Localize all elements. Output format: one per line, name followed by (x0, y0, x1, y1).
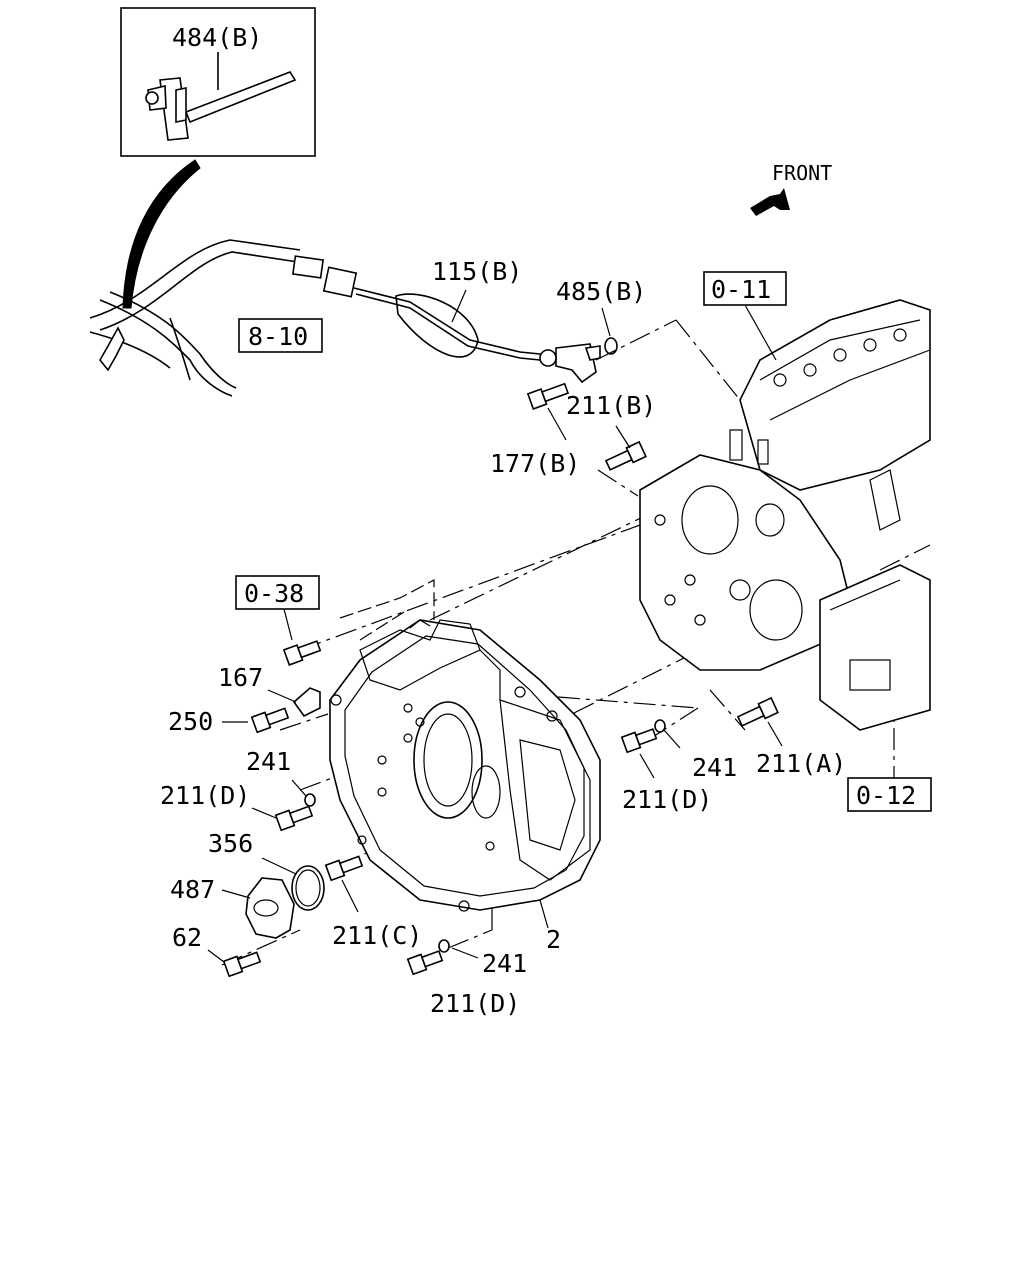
callout-labels: 115(B) 485(B) 177(B) 211(B) 167 250 241 … (160, 257, 846, 1018)
washer-241-left (304, 793, 316, 807)
ref-box-harness[interactable]: 8-10 (238, 318, 323, 353)
inset-detail: 484(B) (120, 7, 316, 157)
bolt-62 (222, 951, 262, 978)
bolt-250 (250, 707, 290, 734)
callout-leaders (207, 289, 783, 963)
ref-box-block-upper-label: 0-11 (711, 275, 771, 304)
callout-211b: 211(B) (566, 391, 656, 420)
callout-211c: 211(C) (332, 921, 422, 950)
ref-box-housing-top[interactable]: 0-38 (235, 575, 320, 610)
bolt-211d-bottom (406, 950, 444, 976)
oring-485b (604, 337, 618, 355)
washer-241-right (654, 719, 666, 733)
bolt-211d-left (274, 805, 314, 832)
inset-label: 484(B) (172, 23, 262, 52)
harness-wiring (89, 239, 325, 397)
callout-241-right: 241 (692, 753, 737, 782)
clip-part (145, 71, 297, 141)
connector-female (291, 255, 325, 279)
cover-487 (245, 877, 295, 939)
bolt-211b (604, 440, 647, 471)
ref-box-block-upper[interactable]: 0-11 (703, 271, 787, 306)
ref-box-block-lower[interactable]: 0-12 (847, 777, 932, 812)
callout-62: 62 (172, 923, 202, 952)
detail-pointer-arrow (122, 159, 201, 309)
ref-box-block-lower-label: 0-12 (856, 781, 916, 810)
callout-487: 487 (170, 875, 215, 904)
washer-241-bottom (438, 939, 450, 953)
callout-211d-left: 211(D) (160, 781, 250, 810)
callout-241-bottom: 241 (482, 949, 527, 978)
callout-115b: 115(B) (432, 257, 522, 286)
callout-211a: 211(A) (756, 749, 846, 778)
callout-211d-right: 211(D) (622, 785, 712, 814)
inset-frame (120, 7, 316, 157)
callout-211d-bottom: 211(D) (430, 989, 520, 1018)
bolt-211a (736, 696, 779, 727)
engine-block (639, 299, 931, 731)
callout-356: 356 (208, 829, 253, 858)
callout-241-left: 241 (246, 747, 291, 776)
bolt-top-housing (282, 640, 322, 666)
front-label: FRONT (772, 161, 832, 185)
front-arrow-icon (750, 188, 790, 216)
bolt-177b (526, 382, 570, 410)
flywheel-housing (329, 619, 601, 912)
ref-box-harness-label: 8-10 (248, 322, 308, 351)
harness-clip (99, 326, 125, 372)
bracket-167 (292, 687, 321, 718)
oring-356 (291, 865, 325, 911)
sensor-harness-115b (322, 266, 601, 384)
housing-top-outline (339, 579, 435, 641)
bolt-211c (324, 855, 364, 882)
front-indicator: FRONT (750, 161, 832, 216)
callout-177b: 177(B) (490, 449, 580, 478)
bolt-211d-right (620, 728, 658, 754)
callout-485b: 485(B) (556, 277, 646, 306)
callout-2: 2 (546, 925, 561, 954)
callout-167: 167 (218, 663, 263, 692)
callout-250: 250 (168, 707, 213, 736)
ref-box-housing-top-label: 0-38 (244, 579, 304, 608)
